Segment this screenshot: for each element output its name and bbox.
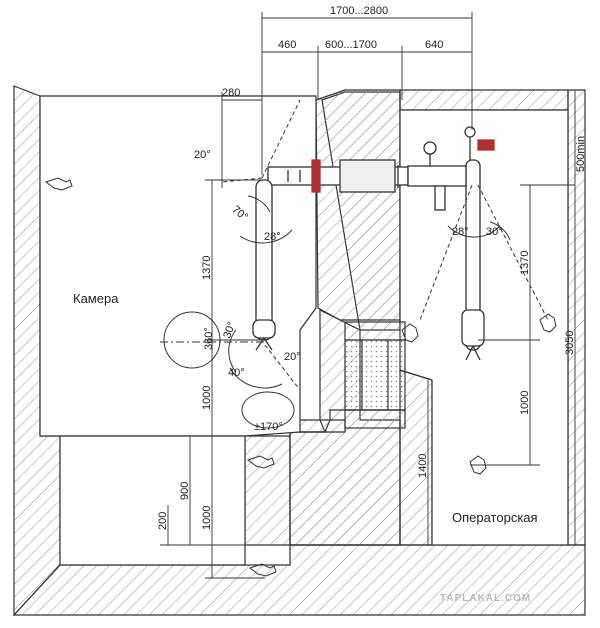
window-glass [344, 339, 406, 411]
dim-right-1400: 1400 [417, 454, 429, 478]
dim-right-1000: 1000 [519, 391, 531, 415]
dim-min-gap: 500min [575, 136, 587, 172]
hand-icon [469, 455, 487, 475]
dim-angle-30-right: 30° [486, 226, 503, 238]
hand-icon [248, 563, 277, 577]
dim-left-1000-low: 1000 [201, 506, 213, 530]
dim-angle-28-left: 28° [264, 231, 281, 243]
dim-seg-mid: 600...1700 [325, 39, 377, 51]
dimension-texts: 1700...2800 460 600...1700 640 280 20° 7… [157, 5, 587, 530]
hand-icon [44, 177, 73, 191]
dim-rot-360: 360° [203, 327, 215, 350]
dimension-lines [160, 12, 585, 579]
dim-top-total: 1700...2800 [330, 5, 388, 17]
master-arm [465, 159, 481, 351]
manipulator [252, 126, 495, 361]
operator-roof [399, 89, 569, 111]
dim-seg-right: 640 [425, 39, 443, 51]
dim-angle-30-low: 30° [221, 320, 238, 340]
pit-right-wall [244, 435, 291, 546]
dim-left-900: 900 [179, 482, 191, 500]
chamber-pit [59, 435, 246, 566]
dim-rot-170: ±170° [254, 421, 283, 433]
motion-arcs [160, 99, 549, 429]
rotation-170-ellipse [241, 391, 295, 429]
handwheel-icon [423, 141, 437, 155]
operator-room-label: Операторская [452, 510, 538, 525]
window-frame-bottom [344, 409, 406, 429]
dim-left-1370: 1370 [201, 256, 213, 280]
dim-left-200: 200 [157, 512, 169, 530]
dim-angle-20-low: 20° [284, 351, 301, 363]
chamber-space [39, 95, 317, 437]
slave-arm [255, 179, 273, 341]
hand-symbols [44, 177, 557, 577]
dim-angle-40: 40° [228, 367, 245, 379]
walls [12, 85, 586, 617]
dim-angle-28-right: 28° [452, 226, 469, 238]
dim-seg-left: 460 [278, 39, 296, 51]
seal-ring [311, 159, 321, 193]
dim-right-1370: 1370 [519, 251, 531, 275]
hand-icon [401, 323, 419, 343]
watermark: TAPLAKAL.COM [440, 593, 531, 604]
window-frame-top [344, 321, 406, 341]
hand-icon [246, 455, 275, 469]
tube-sleeve [339, 159, 396, 193]
hand-icon [539, 313, 557, 333]
dim-right-3050: 3050 [564, 331, 576, 355]
dim-reach-left: 280 [222, 87, 240, 99]
partition-body [315, 89, 401, 321]
dim-left-1000: 1000 [201, 386, 213, 410]
dim-angle-top: 20° [194, 149, 211, 161]
shield-window [344, 321, 406, 429]
chamber-label: Камера [73, 291, 119, 306]
